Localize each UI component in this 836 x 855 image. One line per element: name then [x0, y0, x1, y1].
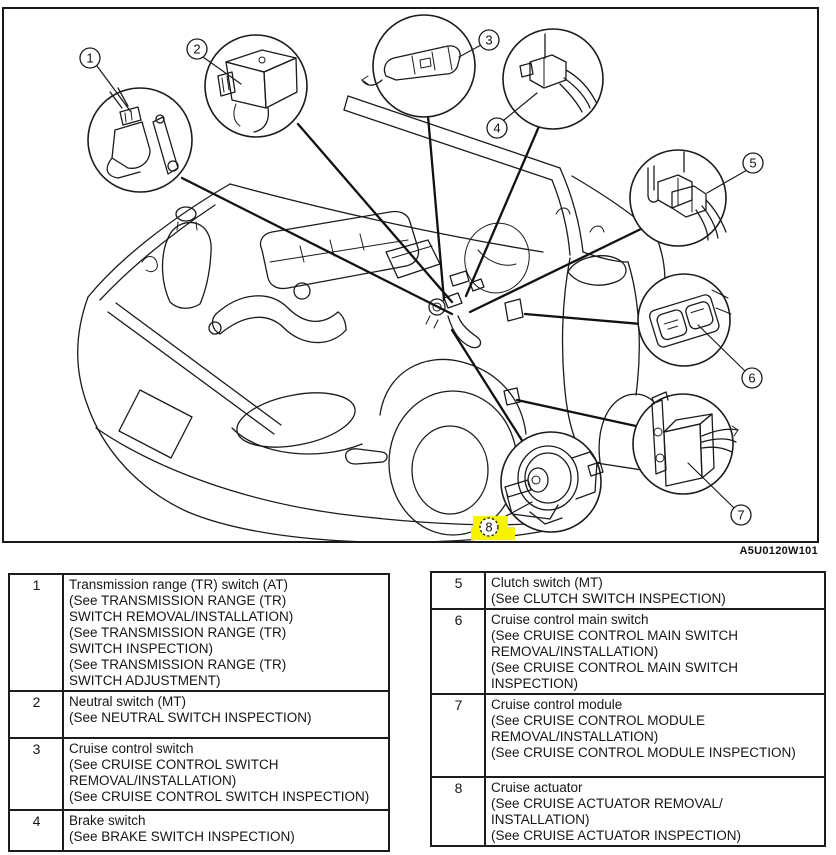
callout-circle-3	[361, 14, 476, 118]
svg-text:1: 1	[86, 51, 93, 66]
label-line-1	[96, 65, 132, 113]
figure-diagram: 1 2 3 4 5 6 7 8 A5U0120W101	[2, 7, 819, 557]
table-row: 1 Transmission range (TR) switch (AT) (S…	[8, 573, 390, 692]
part-number: 3	[8, 737, 64, 811]
table-row: 2 Neutral switch (MT) (See NEUTRAL SWITC…	[8, 690, 390, 739]
part-number: 2	[8, 690, 64, 739]
parts-table-right: 5 Clutch switch (MT) (See CLUTCH SWITCH …	[430, 571, 826, 847]
callout-label-7: 7	[730, 504, 752, 526]
table-row: 3 Cruise control switch (See CRUISE CONT…	[8, 737, 390, 811]
table-row: 7 Cruise control module (See CRUISE CONT…	[430, 693, 826, 778]
part-number: 5	[430, 571, 486, 610]
leader-line-3	[426, 114, 446, 302]
leader-line-4	[464, 122, 542, 298]
part-number: 1	[8, 573, 64, 692]
callout-circle-8	[500, 431, 604, 533]
svg-text:5: 5	[749, 156, 756, 171]
leader-line-2	[296, 122, 454, 304]
callout-label-4: 4	[486, 117, 508, 139]
module-location	[503, 387, 521, 406]
part-description: Cruise control module (See CRUISE CONTRO…	[484, 693, 826, 778]
callout-circle-7	[632, 391, 739, 495]
part-number: 7	[430, 693, 486, 778]
callout-label-2: 2	[186, 38, 208, 60]
callout-label-1: 1	[79, 47, 101, 69]
part-number: 6	[430, 608, 486, 695]
part-number: 4	[8, 809, 64, 852]
svg-text:3: 3	[485, 33, 492, 48]
callout-label-6: 6	[741, 367, 763, 389]
table-row: 6 Cruise control main switch (See CRUISE…	[430, 608, 826, 695]
callout-circle-6	[637, 273, 732, 367]
callout-label-3: 3	[478, 29, 500, 51]
svg-text:7: 7	[737, 508, 744, 523]
svg-text:4: 4	[493, 121, 500, 136]
part-description: Cruise control main switch (See CRUISE C…	[484, 608, 826, 695]
label-line-6	[697, 324, 746, 372]
leader-line-7	[515, 398, 638, 428]
svg-text:2: 2	[193, 42, 200, 57]
part-number: 8	[430, 776, 486, 847]
svg-text:8: 8	[485, 520, 492, 535]
parts-table-left: 1 Transmission range (TR) switch (AT) (S…	[8, 573, 390, 852]
figure-code: A5U0120W101	[739, 545, 818, 557]
table-row: 5 Clutch switch (MT) (See CLUTCH SWITCH …	[430, 571, 826, 610]
svg-text:6: 6	[748, 371, 755, 386]
callout-label-8: 8	[479, 517, 499, 537]
part-description: Brake switch (See BRAKE SWITCH INSPECTIO…	[62, 809, 390, 852]
label-line-5	[706, 169, 748, 194]
leader-line-8	[450, 328, 525, 444]
callout-label-5: 5	[742, 152, 764, 174]
table-row: 4 Brake switch (See BRAKE SWITCH INSPECT…	[8, 809, 390, 852]
label-line-4	[503, 92, 538, 121]
label-line-2	[202, 56, 242, 85]
label-line-7	[687, 462, 735, 509]
callout-circle-1	[87, 87, 193, 193]
table-row: 8 Cruise actuator (See CRUISE ACTUATOR R…	[430, 776, 826, 847]
part-description: Cruise actuator (See CRUISE ACTUATOR REM…	[484, 776, 826, 847]
label-line-3	[458, 44, 482, 58]
part-description: Neutral switch (MT) (See NEUTRAL SWITCH …	[62, 690, 390, 739]
part-description: Cruise control switch (See CRUISE CONTRO…	[62, 737, 390, 811]
leader-line-5	[468, 226, 645, 314]
main-switch-location	[504, 298, 524, 322]
leader-line-6	[523, 312, 643, 326]
leader-line-1	[180, 176, 454, 316]
callout-circle-5	[629, 149, 727, 247]
callout-circle-2	[204, 34, 308, 138]
part-description: Transmission range (TR) switch (AT) (See…	[62, 573, 390, 692]
part-description: Clutch switch (MT) (See CLUTCH SWITCH IN…	[484, 571, 826, 610]
callout-circle-4	[502, 28, 604, 130]
